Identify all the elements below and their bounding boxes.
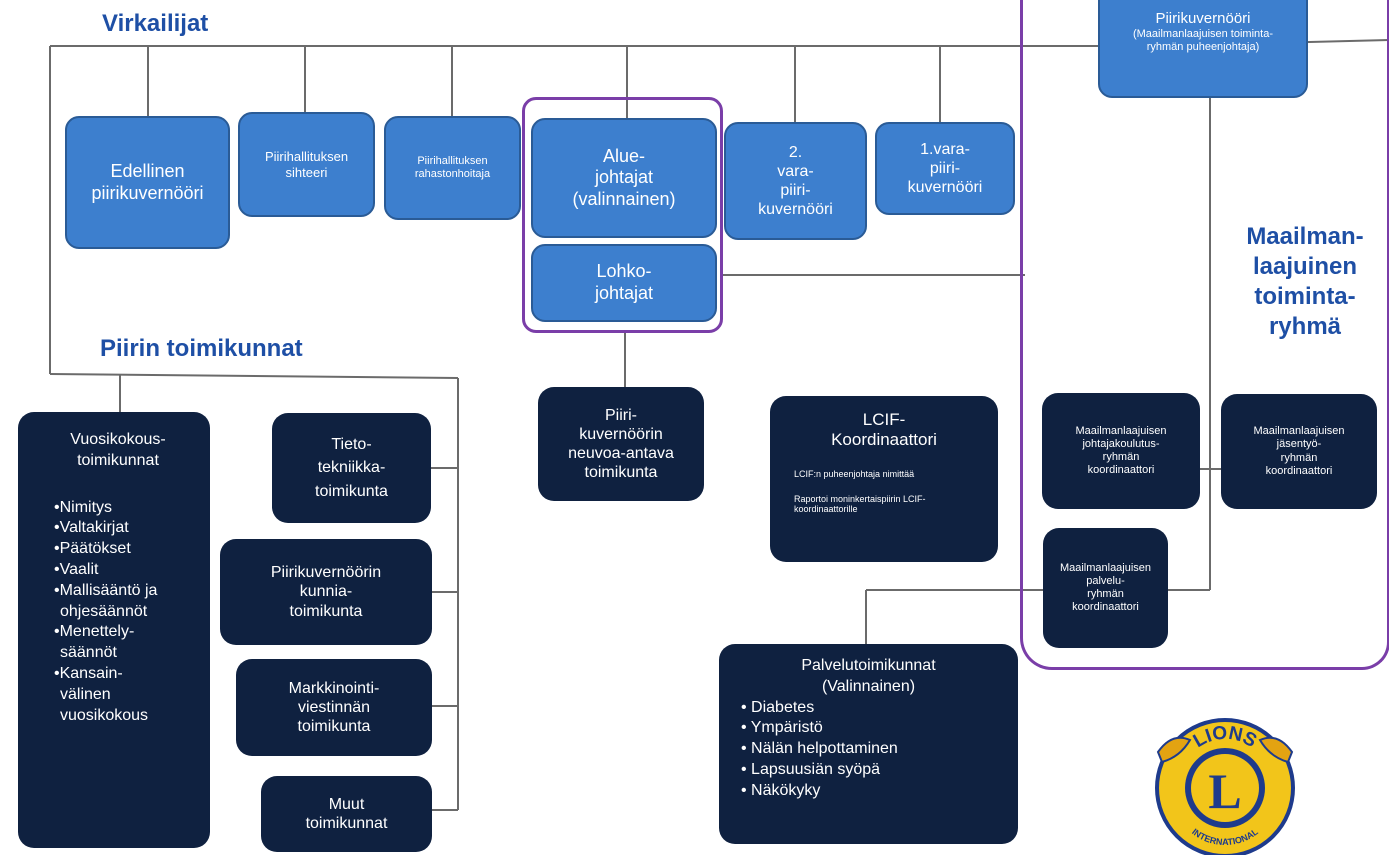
svg-text:L: L <box>1208 763 1241 819</box>
committees-heading: Piirin toimikunnat <box>100 335 303 362</box>
marketing-committee-box: Markkinointi- viestinnän toimikunta <box>236 659 432 756</box>
officers-heading: Virkailijat <box>102 10 209 37</box>
first-vice-governor-box: 1.vara- piiri- kuvernööri <box>875 122 1015 215</box>
gst-coordinator-box: Maailmanlaajuisen palvelu- ryhmän koordi… <box>1043 528 1168 648</box>
region-zone-frame <box>522 97 723 333</box>
service-committees-box: Palvelutoimikunnat (Valinnainen) • Diabe… <box>719 644 1018 844</box>
region-chairs-box: Alue- johtajat (valinnainen) <box>531 118 717 238</box>
global-action-team-heading: Maailman- laajuinen toiminta- ryhmä <box>1246 223 1364 340</box>
district-governor-box: Piirikuvernööri (Maailmanlaajuisen toimi… <box>1098 0 1308 98</box>
other-committees-box: Muut toimikunnat <box>261 776 432 852</box>
secretary-box: Piirihallituksen sihteeri <box>238 112 375 217</box>
honors-committee-box: Piirikuvernöörin kunnia- toimikunta <box>220 539 432 645</box>
treasurer-box: Piirihallituksen rahastonhoitaja <box>384 116 521 220</box>
advisory-committee-box: Piiri- kuvernöörin neuvoa-antava toimiku… <box>538 387 704 501</box>
global-action-team-frame <box>1020 0 1389 670</box>
past-governor-box: Edellinen piirikuvernööri <box>65 116 230 249</box>
lions-international-logo: L LIONS INTERNATIONAL <box>1155 718 1295 855</box>
gln-coordinator-box: Maailmanlaajuisen johtajakoulutus- ryhmä… <box>1042 393 1200 509</box>
lcif-coordinator-box: LCIF- Koordinaattori LCIF:n puheenjohtaj… <box>770 396 998 562</box>
convention-committees-box: Vuosikokous- toimikunnat •Nimitys •Valta… <box>18 412 210 848</box>
zone-chairs-box: Lohko- johtajat <box>531 244 717 322</box>
second-vice-governor-box: 2. vara- piiri- kuvernööri <box>724 122 867 240</box>
gmt-coordinator-box: Maailmanlaajuisen jäsentyö- ryhmän koord… <box>1221 394 1377 509</box>
it-committee-box: Tieto- tekniikka- toimikunta <box>272 413 431 523</box>
